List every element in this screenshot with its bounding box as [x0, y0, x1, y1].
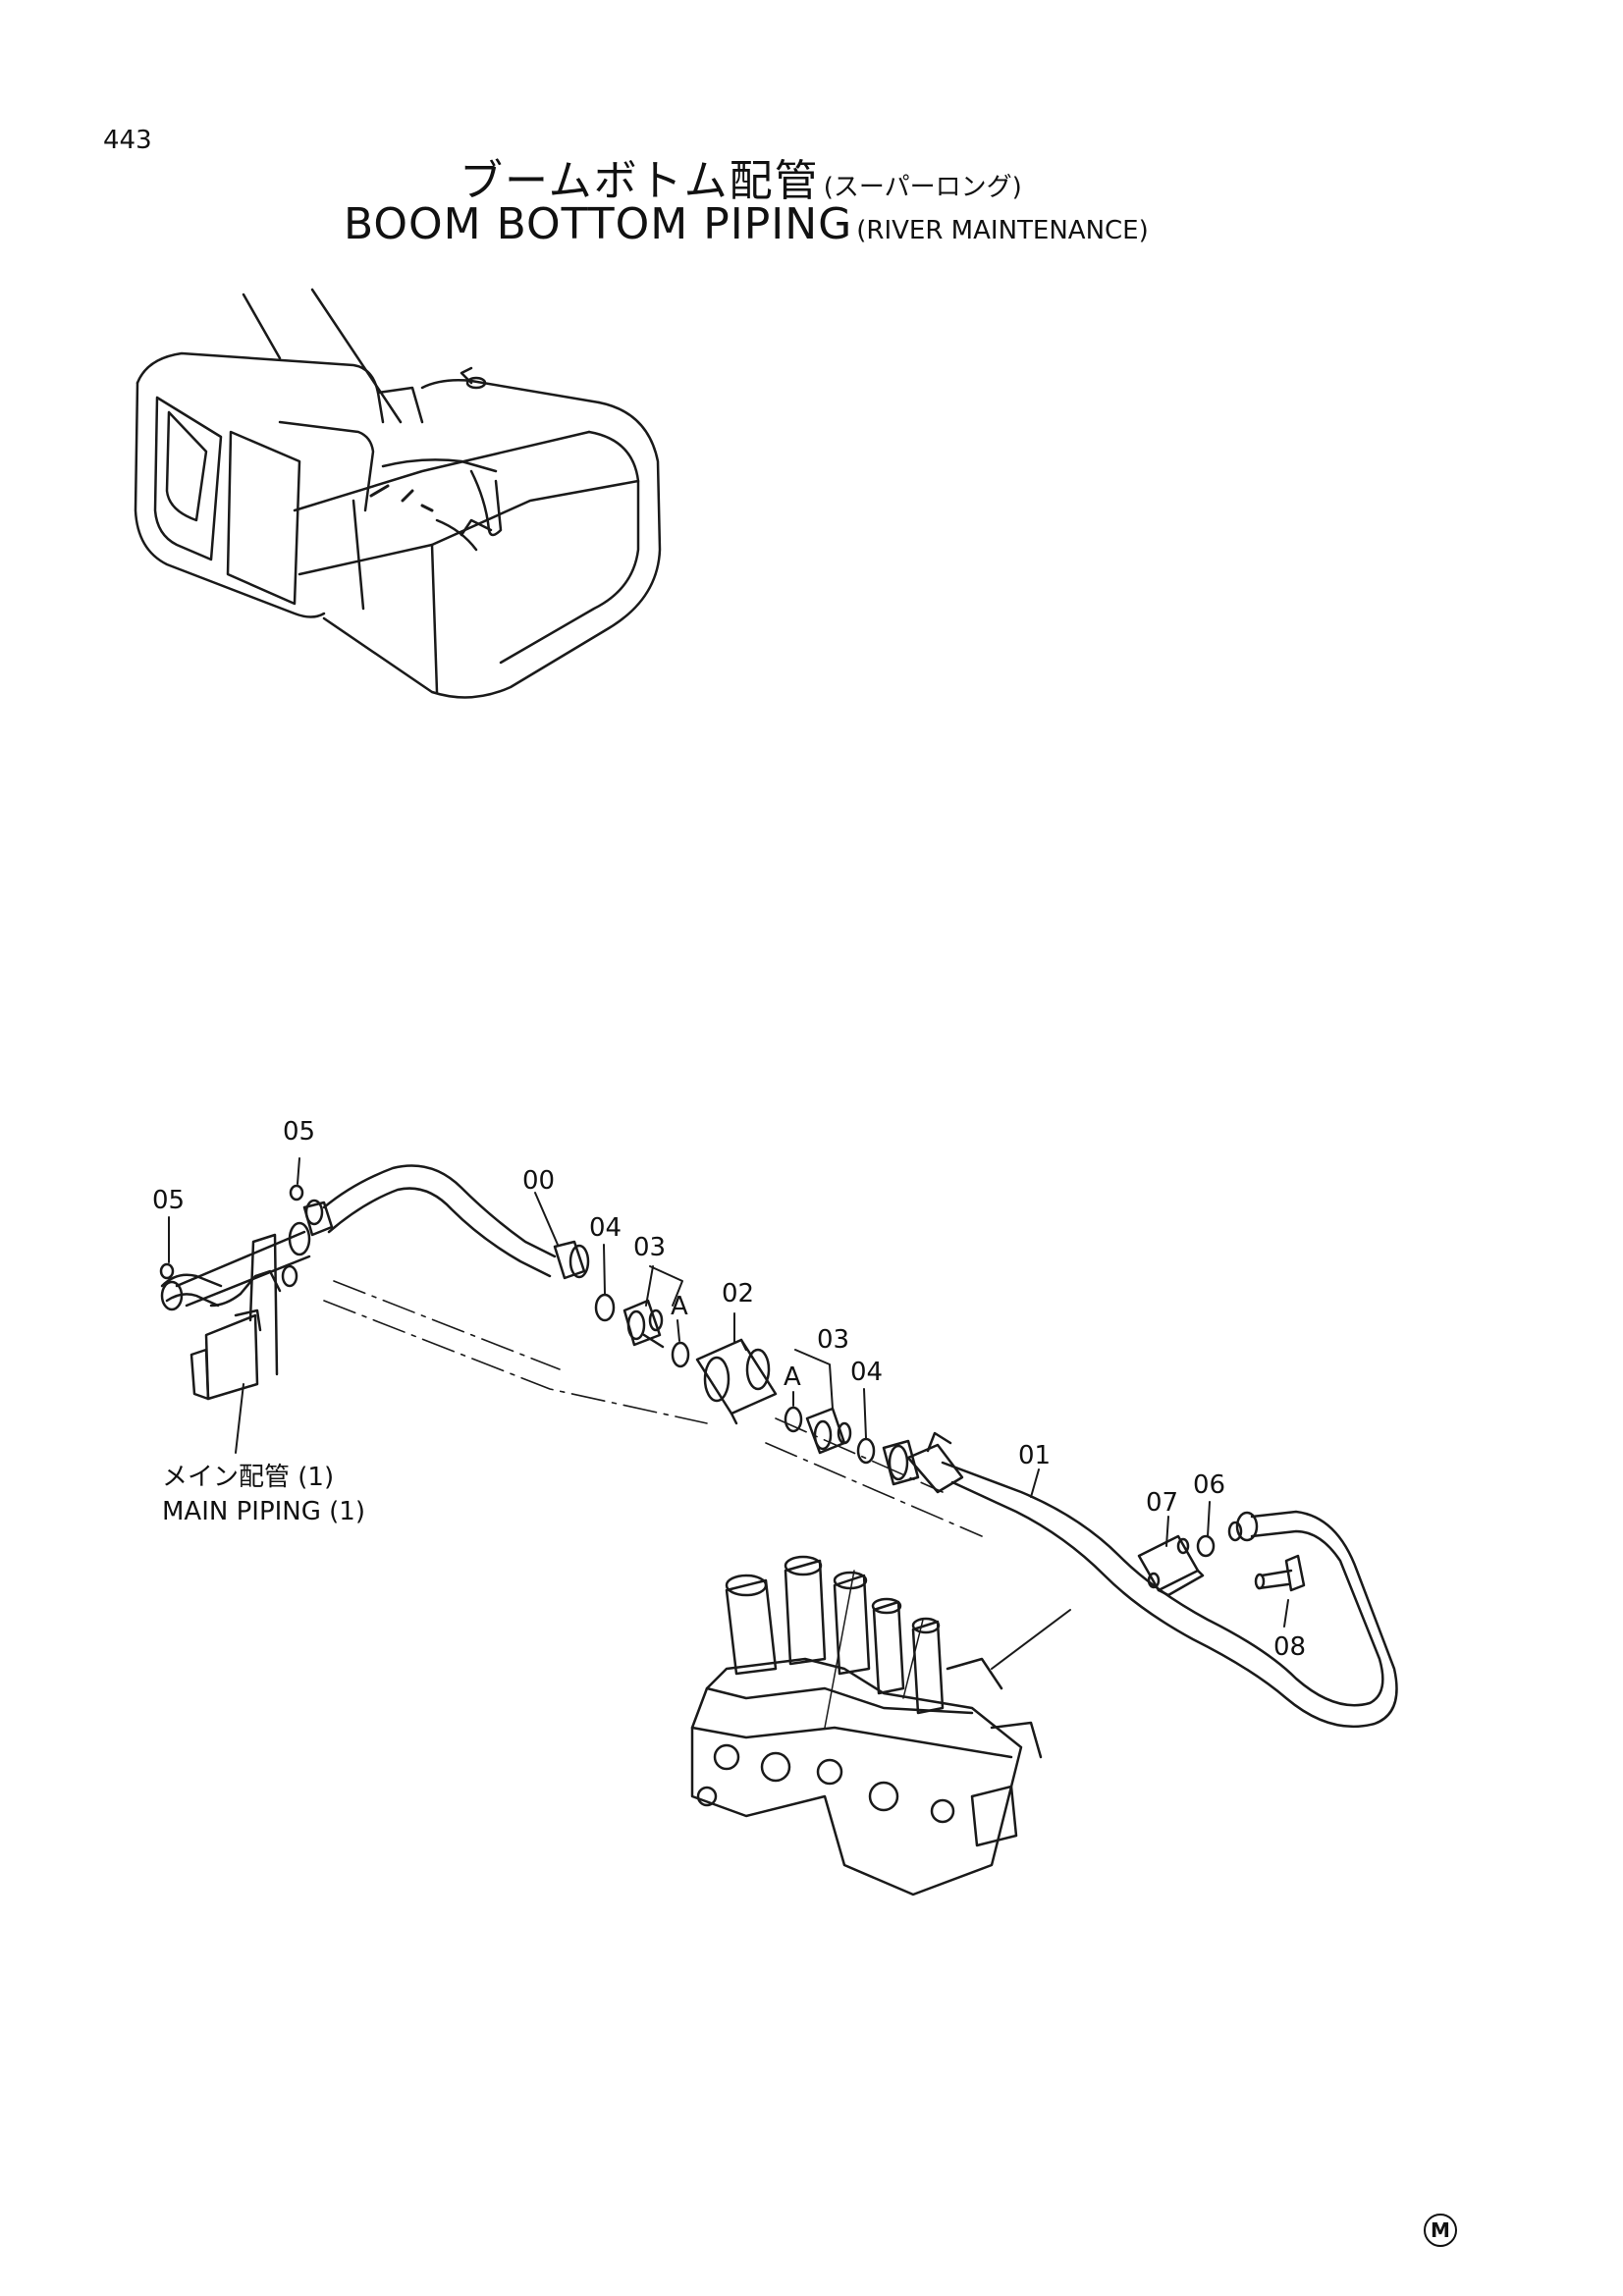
title-english-main: BOOM BOTTOM PIPING [344, 199, 853, 249]
leader-lines [168, 1157, 1289, 1670]
main-piping-label-english: MAIN PIPING (1) [162, 1497, 365, 1526]
callout-06: 06 [1193, 1470, 1226, 1500]
title-japanese-main: ブームボトム配管 [460, 156, 820, 206]
main-piping-assembly [159, 1164, 590, 1401]
callout-a-right: A [784, 1362, 801, 1392]
center-lines [323, 1280, 983, 1537]
callout-05-left: 05 [152, 1186, 186, 1215]
title-japanese: ブームボトム配管(スーパーロング) [460, 145, 1022, 208]
callout-04-right: 04 [850, 1358, 884, 1387]
title-english: BOOM BOTTOM PIPING(RIVER MAINTENANCE) [344, 199, 1149, 249]
callout-03-right: 03 [817, 1325, 850, 1355]
page-number: 443 [103, 126, 152, 155]
pipe-01 [941, 1461, 1398, 1729]
callout-02: 02 [722, 1279, 755, 1308]
callout-00: 00 [522, 1166, 556, 1196]
callout-a-left: A [671, 1292, 688, 1321]
callout-08: 08 [1273, 1632, 1307, 1662]
flange-parts [1137, 1534, 1306, 1597]
main-piping-label-japanese: メイン配管 (1) [162, 1463, 335, 1492]
title-japanese-sub: (スーパーロング) [823, 173, 1022, 202]
callout-05-upper: 05 [283, 1117, 316, 1147]
callout-07: 07 [1146, 1488, 1179, 1518]
control-valve [690, 1555, 1043, 1896]
excavator-overview [134, 288, 662, 699]
callout-03-left: 03 [633, 1233, 667, 1262]
corner-mark: M [1424, 2214, 1457, 2247]
title-english-sub: (RIVER MAINTENANCE) [856, 216, 1149, 245]
callout-04-left: 04 [589, 1213, 622, 1243]
callout-01: 01 [1018, 1441, 1052, 1470]
fittings-row [594, 1293, 964, 1494]
